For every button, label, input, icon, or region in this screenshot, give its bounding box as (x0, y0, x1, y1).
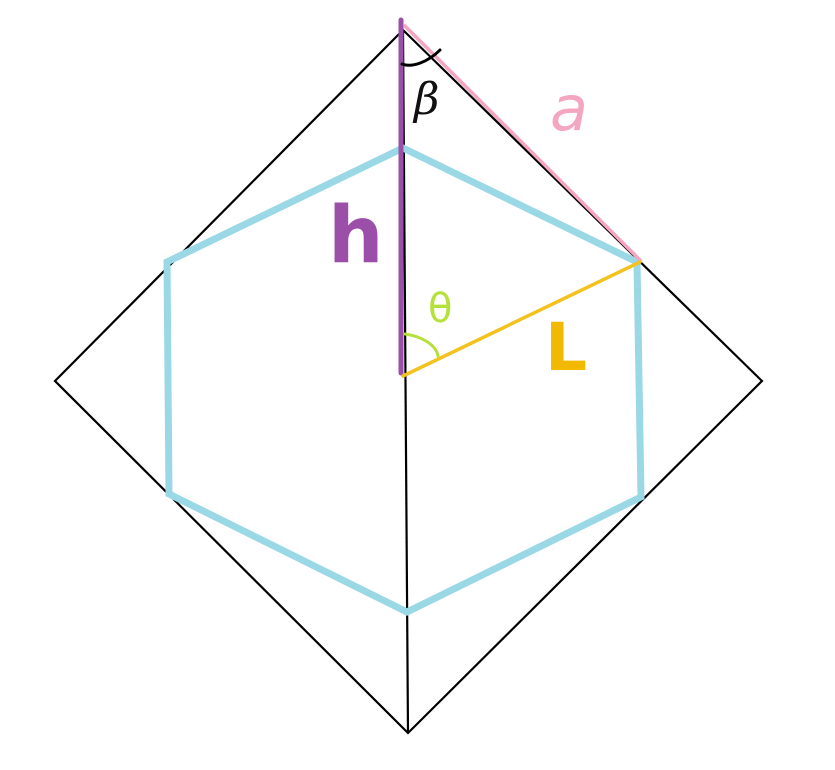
a-segment (403, 24, 642, 262)
h-label: h (328, 191, 384, 281)
theta-label: θ (428, 286, 452, 332)
vertical-axis-line (401, 29, 410, 734)
beta-angle-arc (400, 48, 442, 67)
beta-label: β (412, 74, 439, 125)
a-label: a (550, 72, 588, 145)
L-label: L (545, 309, 587, 386)
outer-diamond (53, 28, 764, 735)
theta-angle-arc (403, 332, 440, 358)
L-segment (401, 260, 642, 378)
